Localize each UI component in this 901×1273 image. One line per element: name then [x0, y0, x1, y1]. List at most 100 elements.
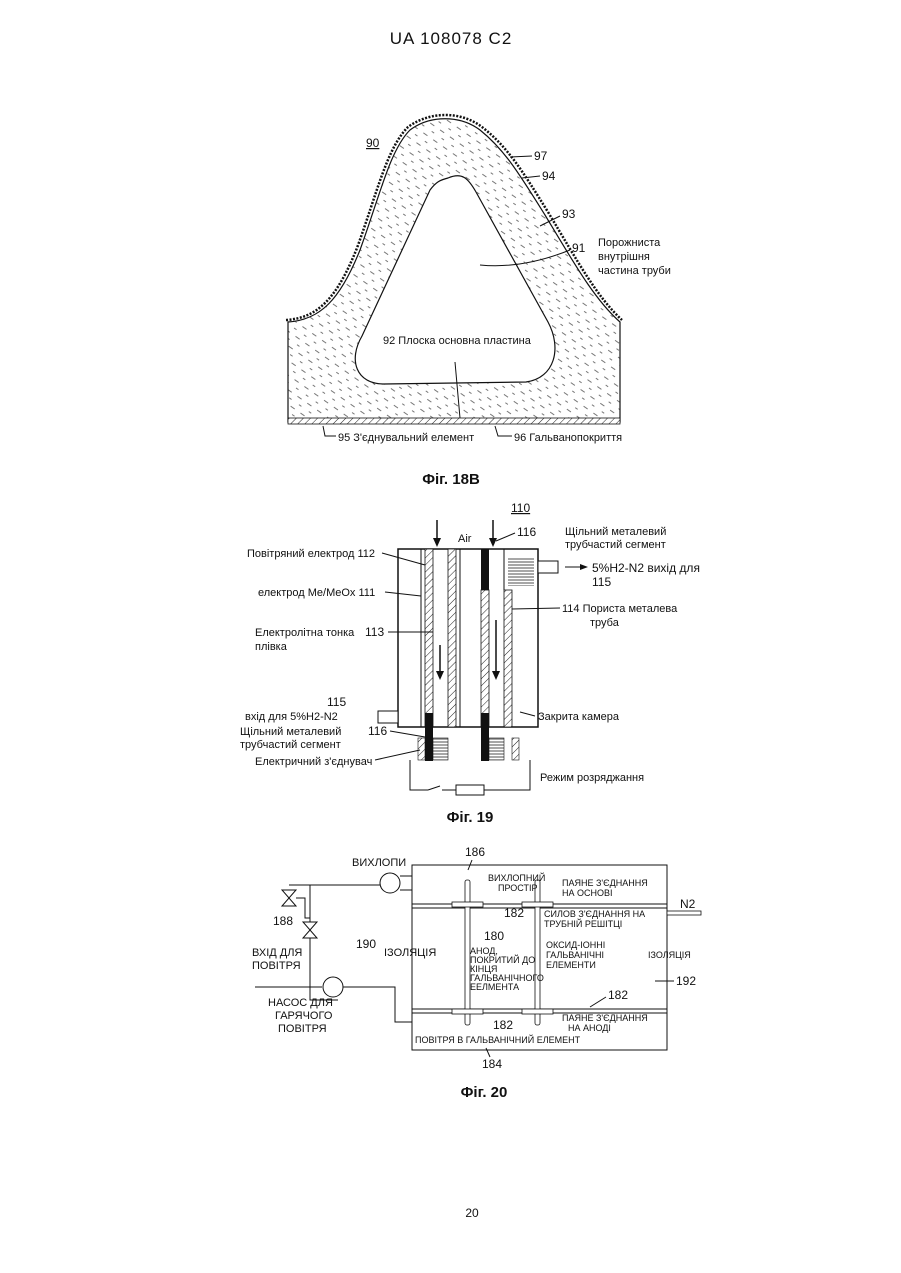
- right-tube-wall-a: [481, 590, 489, 727]
- bottom-connector-hatch-a: [433, 738, 448, 760]
- solder-anode-label-1: ПАЯНЕ З'ЄДНАННЯ: [562, 1013, 648, 1023]
- ref-93: 93: [562, 207, 576, 221]
- ref-116-top: 116: [517, 525, 536, 539]
- leader-116-bottom: [390, 731, 425, 737]
- left-tube-wall-a: [425, 549, 433, 727]
- anode-label-5: ЕЕЛМЕНТА: [470, 982, 519, 992]
- outlet-label: 5%H2-N2 вихід для: [592, 561, 700, 575]
- top-connector-hatch: [508, 558, 534, 586]
- exhaust-space-label-2: ПРОСТІР: [498, 883, 537, 893]
- pump-to-cell: [343, 987, 412, 1022]
- caption-fig-18b: Фіг. 18В: [422, 471, 480, 488]
- solder-base-label-1: ПАЯНЕ З'ЄДНАННЯ: [562, 878, 648, 888]
- dense-segment-top-label-2: трубчастий сегмент: [565, 539, 666, 551]
- oxide-label-1: ОКСИД-ІОННІ: [546, 940, 605, 950]
- leader-95: [323, 426, 336, 436]
- dense-segment-bottom-right: [481, 713, 489, 761]
- document-id: UA 108078 C2: [390, 29, 513, 48]
- ref-91: 91: [572, 241, 586, 255]
- dense-segment-top: [481, 549, 489, 590]
- insulation-right-label: ІЗОЛЯЦІЯ: [648, 950, 691, 960]
- meo-electrode-label: електрод Me/MeOx 111: [258, 587, 375, 599]
- ref-192: 192: [676, 974, 696, 988]
- flange-ur: [522, 902, 553, 907]
- hollow-label-2: внутрішня: [598, 251, 650, 263]
- ref-110: 110: [511, 501, 530, 515]
- hollow-label-1: Порожниста: [598, 237, 661, 249]
- ref-97: 97: [534, 149, 548, 163]
- exhaust-valve: [380, 873, 400, 893]
- dense-segment-bottom-label-2: трубчастий сегмент: [240, 739, 341, 751]
- caption-fig-20: Фіг. 20: [461, 1084, 508, 1101]
- connector-label: 95 З'єднувальний елемент: [338, 432, 474, 444]
- hollow-label-3: частина труби: [598, 265, 671, 277]
- dense-segment-top-label-1: Щільний металевий: [565, 526, 666, 538]
- page-number: 20: [465, 1206, 479, 1220]
- air-inlet-label-2: ПОВІТРЯ: [252, 960, 301, 972]
- flange-lr: [522, 1009, 553, 1014]
- flange-ul: [452, 902, 483, 907]
- caption-fig-19: Фіг. 19: [447, 809, 494, 826]
- electrical-connector-label: Електричний з'єднувач: [255, 756, 372, 768]
- pump-label-2: ГАРЯЧОГО: [275, 1010, 333, 1022]
- valve-link: [296, 898, 310, 918]
- leader-94: [522, 176, 540, 178]
- flange-ll: [452, 1009, 483, 1014]
- discharge-label: Режим розряджання: [540, 772, 644, 784]
- inlet-label: вхід для 5%H2-N2: [245, 711, 338, 723]
- ref-188: 188: [273, 914, 293, 928]
- n2-label: N2: [680, 897, 696, 911]
- ref-182-right: 182: [608, 988, 628, 1002]
- tube-sheet-label-2: ТРУБНІЙ РЕШІТЦІ: [544, 918, 622, 929]
- air-to-cell-label: ПОВІТРЯ В ГАЛЬВАНІЧНИЙ ЕЛЕМЕНТ: [415, 1034, 581, 1045]
- pump-label-1: НАСОС ДЛЯ: [268, 997, 333, 1009]
- leader-connector: [375, 750, 420, 760]
- air-label: Air: [458, 533, 472, 545]
- dense-segment-bottom-label-1: Щільний металевий: [240, 726, 341, 738]
- figure-18b: 90 97 94 93 91 Порожниста внутрішня част…: [286, 115, 671, 488]
- ref-184: 184: [482, 1057, 502, 1071]
- switch: [428, 786, 440, 790]
- ref-190: 190: [356, 937, 376, 951]
- pump-label-3: ПОВІТРЯ: [278, 1023, 327, 1035]
- leader-97: [510, 156, 532, 157]
- left-tube-wall-b: [448, 549, 456, 727]
- solder-base-label-2: НА ОСНОВІ: [562, 888, 613, 898]
- porous-tube-label-1: 114 Пориста металева: [562, 603, 678, 615]
- ref-94: 94: [542, 169, 556, 183]
- valve-188: [282, 890, 296, 898]
- valve-b: [303, 922, 317, 930]
- figure-19: 110 Air 116 Щільний металевий трубчастий…: [240, 501, 700, 826]
- base-plate-plating: [288, 418, 620, 424]
- oxide-label-3: ЕЛЕМЕНТИ: [546, 960, 596, 970]
- tube-sheet-label-1: СИЛОВ З'ЄДНАННЯ НА: [544, 909, 645, 919]
- air-arrow-left-head: [433, 538, 441, 547]
- circuit-right: [484, 760, 530, 790]
- insulation-left-label: ІЗОЛЯЦІЯ: [384, 947, 436, 959]
- ref-182-lower: 182: [493, 1018, 513, 1032]
- figure-20: ВИХЛОПИ 186 ВИХЛОПНИЙ ПРОСТІР ПАЯНЕ З'ЄД…: [252, 845, 701, 1101]
- circuit-left: [410, 760, 428, 790]
- porous-tube-label-2: труба: [590, 617, 620, 629]
- exhaust-space-label-1: ВИХЛОПНИЙ: [488, 872, 545, 883]
- plating-label: 96 Гальванопокриття: [514, 432, 622, 444]
- bottom-collar-a: [418, 738, 425, 760]
- valve-b-2: [303, 930, 317, 938]
- resistor: [456, 785, 484, 795]
- n2-outlet: [667, 911, 701, 915]
- ref-186: 186: [465, 845, 485, 859]
- bottom-connector-hatch-b: [489, 738, 504, 760]
- inlet-port: [378, 711, 398, 723]
- flat-plate-label: 92 Плоска основна пластина: [383, 335, 532, 347]
- air-inlet-label-1: ВХІД ДЛЯ: [252, 947, 302, 959]
- ref-90: 90: [366, 136, 380, 150]
- valve-188-b: [282, 898, 296, 906]
- closed-chamber-label: Закрита камера: [538, 711, 620, 723]
- outlet-arrow-head: [580, 564, 588, 570]
- inlet-ref: 115: [327, 695, 346, 709]
- ref-180: 180: [484, 929, 504, 943]
- ref-113: 113: [365, 625, 384, 639]
- electrolyte-label-1: Електролітна тонка: [255, 627, 355, 639]
- electrolyte-label-2: плівка: [255, 641, 288, 653]
